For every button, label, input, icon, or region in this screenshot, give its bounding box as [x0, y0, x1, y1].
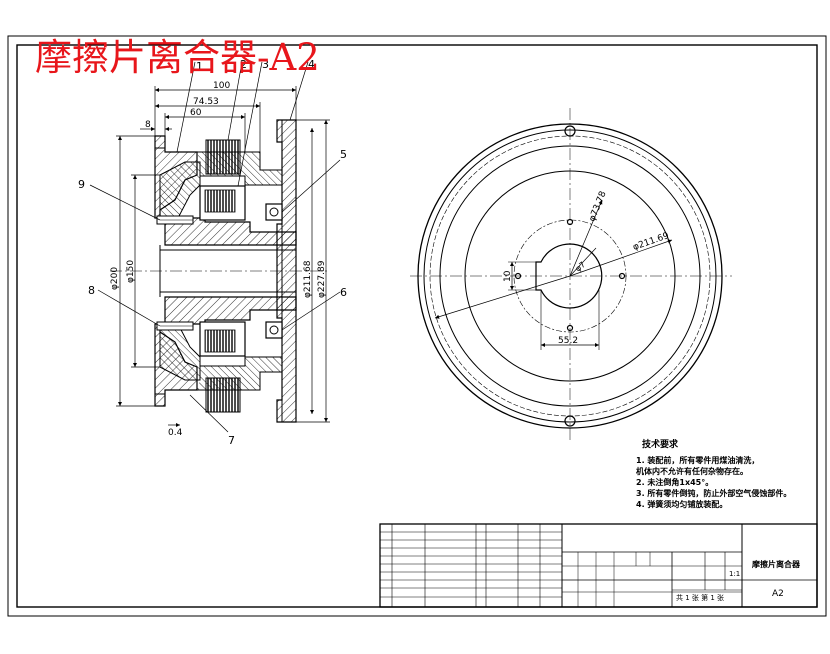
right-flange	[276, 119, 297, 423]
outer-frame	[7, 35, 827, 617]
part-label-1: 1	[196, 60, 203, 73]
tech-line-3: 2. 未注倒角1x45°。	[636, 477, 713, 487]
tech-line-5: 4. 弹簧须均匀铺放装配。	[636, 499, 727, 509]
section-view: 1 2 3 4 5 6 7 8 9 100 74.53 60 8 φ200 φ1…	[78, 58, 347, 447]
drawing-title-overlay: 摩擦片离合器-A2	[35, 36, 320, 79]
dim-phi-200: φ200	[110, 267, 120, 290]
drawing-name: 摩擦片离合器	[751, 559, 801, 569]
dim-0-4: 0.4	[168, 428, 183, 438]
friction-plates-upper	[205, 139, 241, 175]
part-label-6: 6	[340, 286, 347, 299]
tech-line-1: 1. 装配前，所有零件用煤油清洗，	[636, 455, 759, 465]
tech-heading: 技术要求	[642, 438, 679, 450]
part-label-8: 8	[88, 284, 95, 297]
sheet-size: A2	[772, 589, 784, 599]
bore-keyway	[535, 243, 603, 309]
bolt-hole-top	[564, 125, 576, 137]
hub-lower	[164, 296, 297, 325]
outer-circle	[417, 123, 723, 429]
part-label-3: 3	[262, 58, 269, 71]
dim-phi-227-89: φ227.89	[317, 260, 327, 298]
part-label-4: 4	[308, 58, 315, 71]
tech-line-2: 机体内不允许有任何杂物存在。	[636, 466, 748, 476]
title-block	[379, 523, 818, 608]
dim-phi-150: φ150	[126, 260, 136, 283]
part-label-2: 2	[240, 58, 247, 71]
bolt-hole-bottom	[564, 415, 576, 427]
pin-hole-bottom	[566, 324, 574, 332]
tech-requirements: 技术要求 1. 装配前，所有零件用煤油清洗， 机体内不允许有任何杂物存在。 2.…	[636, 438, 791, 509]
dim-phi-73-78: φ73.78	[588, 190, 609, 223]
dim-10: 10	[503, 270, 513, 282]
pin-hole-top	[566, 218, 574, 226]
dim-55-2: 55.2	[558, 336, 578, 346]
dim-phi-211-68: φ211.68	[303, 260, 313, 298]
friction-plates-lower	[205, 377, 241, 413]
pin-hole-right	[618, 272, 626, 280]
part-label-5: 5	[340, 148, 347, 161]
part-label-9: 9	[78, 178, 85, 191]
dim-8: 8	[145, 120, 151, 130]
scale-value: 1:1	[729, 570, 740, 578]
tech-line-4: 3. 所有零件倒钝，防止外部空气侵蚀部件。	[636, 488, 791, 498]
sheet-count: 共 1 张 第 1 张	[676, 593, 724, 602]
bearing-lower	[265, 321, 283, 339]
front-view	[410, 108, 732, 440]
inner-frame	[16, 44, 818, 608]
bearing-upper	[265, 203, 283, 221]
part-label-7: 7	[228, 434, 235, 447]
dim-74-53: 74.53	[193, 97, 219, 107]
dim-phi-211-69: φ211.69	[632, 231, 671, 253]
pin-hole-left	[514, 272, 522, 280]
dim-60: 60	[190, 108, 202, 118]
dim-100: 100	[213, 81, 230, 91]
